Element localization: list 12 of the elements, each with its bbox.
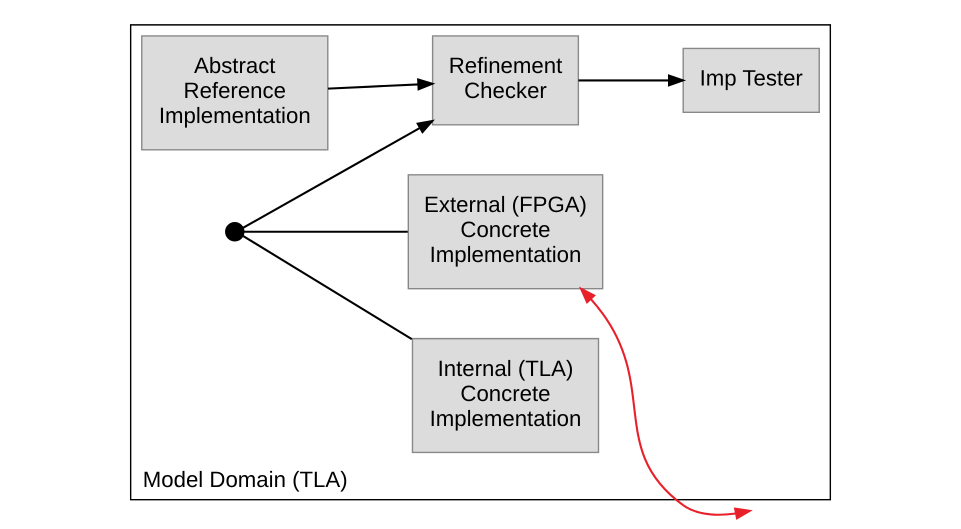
arrow — [328, 78, 436, 91]
arrow — [242, 119, 435, 229]
node-box: External (FPGA) Concrete Implementation — [408, 174, 604, 290]
node-box: Imp Tester — [682, 48, 820, 114]
node-box: Abstract Reference Implementation — [141, 35, 328, 151]
arrow — [578, 74, 686, 87]
node-box: Internal (TLA) Concrete Implementation — [412, 338, 600, 454]
connector — [244, 230, 408, 233]
arrow — [578, 286, 753, 520]
connector — [242, 235, 412, 340]
node-circle — [225, 222, 244, 242]
node-box: Refinement Checker — [432, 35, 580, 126]
